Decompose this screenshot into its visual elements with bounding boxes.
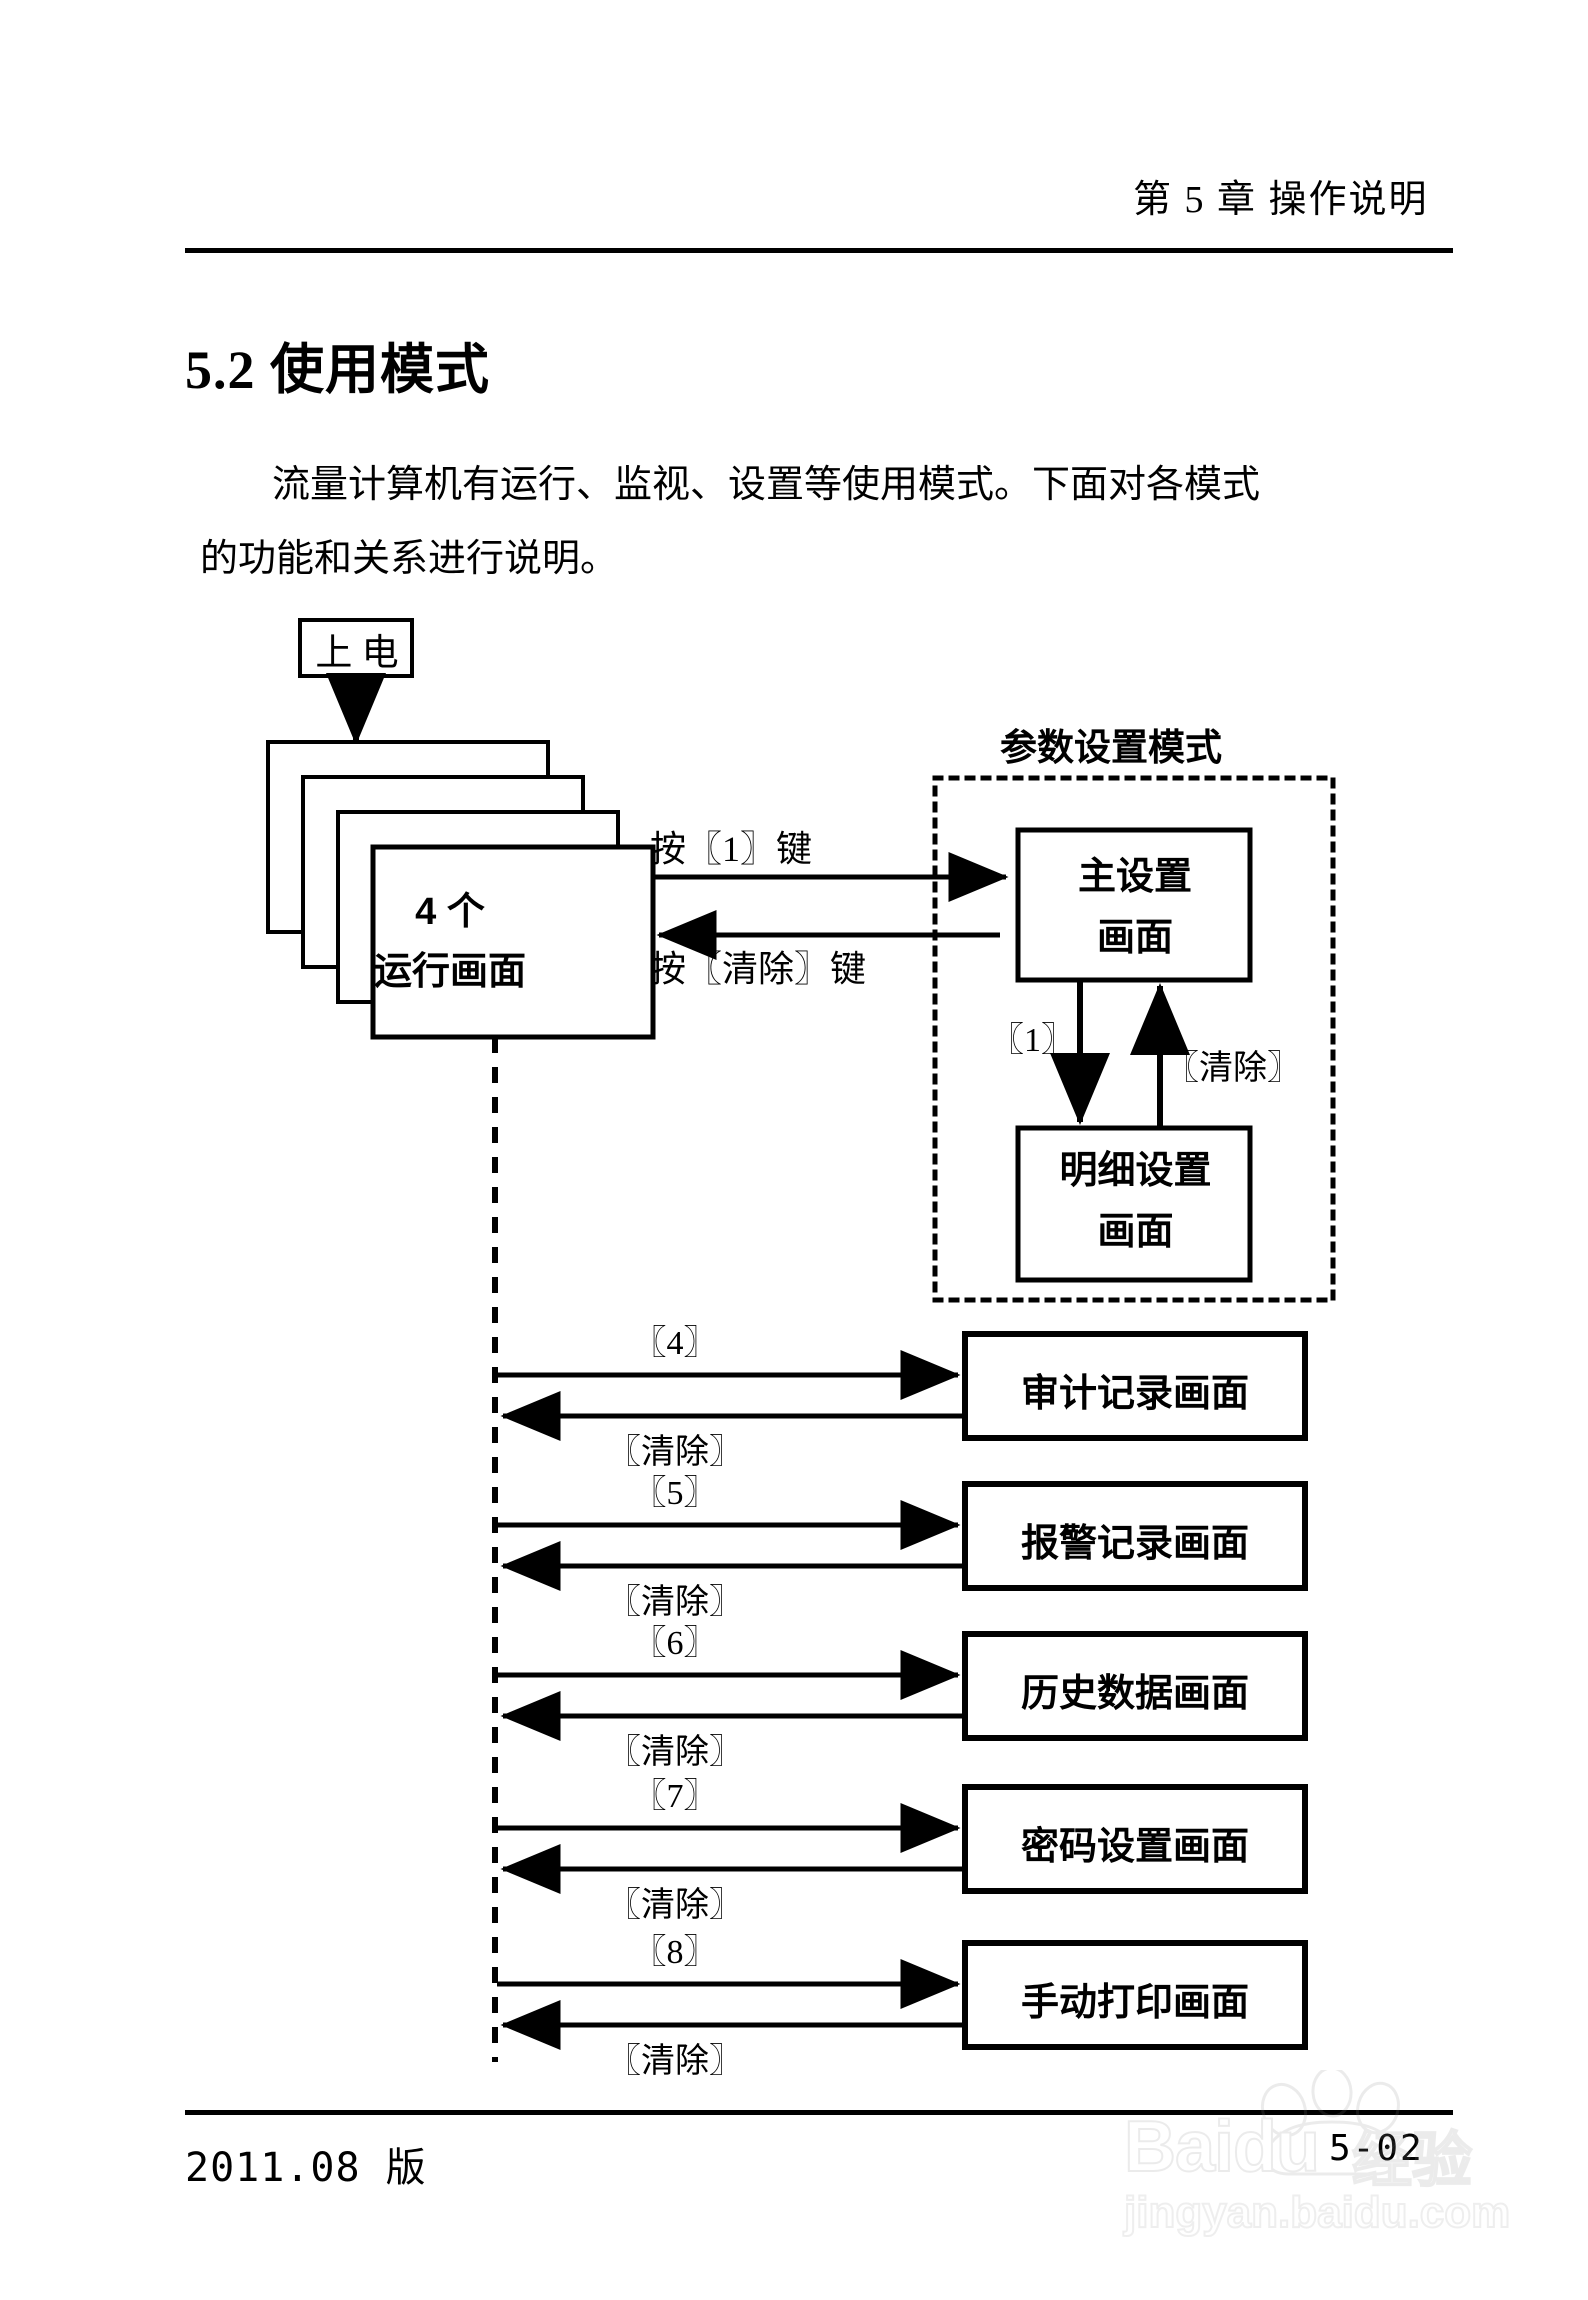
row-back-key-label: 〖清除〗 xyxy=(607,2043,743,2080)
detail-setting-label-line-1: 明细设置 xyxy=(1059,1150,1212,1192)
power-box-label: 上 电 xyxy=(315,633,399,674)
row-key-label: 〖4〗 xyxy=(632,1325,718,1362)
inner-key-up-label: 〖清除〗 xyxy=(1165,1050,1301,1087)
key-to-setting-label: 按〖1〗键 xyxy=(650,829,813,869)
page-header-title: 第 5 章 操作说明 xyxy=(1133,179,1429,221)
body-paragraph-line-1: 流量计算机有运行、监视、设置等使用模式。下面对各模式 xyxy=(272,464,1261,506)
watermark-brand: Baidu xyxy=(1123,2106,1321,2188)
inner-key-down-label: 〖1〗 xyxy=(990,1022,1075,1059)
main-setting-label-line-2: 画面 xyxy=(1096,917,1173,959)
running-screen-layer-3 xyxy=(301,775,585,969)
row-key-label: 〖5〗 xyxy=(632,1475,718,1512)
alarm-log-box-label: 报警记录画面 xyxy=(1020,1523,1249,1565)
watermark-url: jingyan.baidu.com xyxy=(1123,2187,1511,2238)
baidu-watermark: Baidu 经验 jingyan.baidu.com xyxy=(1120,2070,1540,2278)
footer-rule xyxy=(185,2110,1453,2115)
row-key-label: 〖6〗 xyxy=(632,1625,718,1662)
audit-log-box-label: 审计记录画面 xyxy=(1020,1373,1249,1415)
row-back-key-label: 〖清除〗 xyxy=(607,1734,743,1771)
param-mode-title: 参数设置模式 xyxy=(1000,727,1222,768)
running-screen-label-line-1: 4 个 xyxy=(415,891,485,933)
page-number: 5-02 xyxy=(1329,2128,1424,2169)
main-setting-label-line-1: 主设置 xyxy=(1077,856,1192,898)
detail-setting-label-line-2: 画面 xyxy=(1097,1211,1174,1253)
row-back-key-label: 〖清除〗 xyxy=(607,1584,743,1621)
history-data-box-label: 历史数据画面 xyxy=(1020,1673,1249,1715)
section-heading: 5.2 使用模式 xyxy=(185,340,490,400)
row-key-label: 〖7〗 xyxy=(632,1778,718,1815)
row-key-label: 〖8〗 xyxy=(632,1934,718,1971)
row-back-key-label: 〖清除〗 xyxy=(607,1887,743,1924)
body-paragraph: 流量计算机有运行、监视、设置等使用模式。下面对各模式 的功能和关系进行说明。 xyxy=(200,448,1462,596)
header-rule xyxy=(185,248,1453,253)
running-screen-label-line-2: 运行画面 xyxy=(373,951,526,993)
manual-print-box-label: 手动打印画面 xyxy=(1020,1982,1249,2024)
password-setting-box-label: 密码设置画面 xyxy=(1020,1826,1249,1868)
row-back-key-label: 〖清除〗 xyxy=(607,1434,743,1471)
body-paragraph-line-2: 的功能和关系进行说明。 xyxy=(200,538,619,580)
key-from-setting-label: 按〖清除〗键 xyxy=(650,949,867,989)
footer-version: 2011.08 版 xyxy=(185,2145,427,2191)
